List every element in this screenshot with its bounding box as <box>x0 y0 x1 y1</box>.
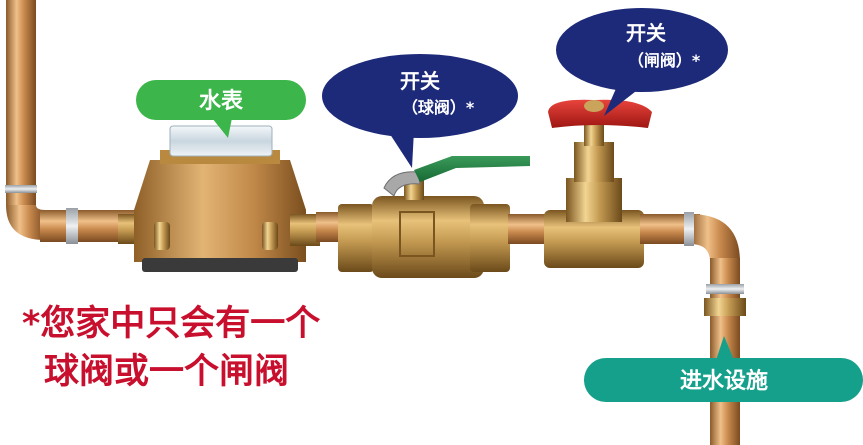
inlet-pipe-left <box>5 0 140 244</box>
pipe-clamp <box>706 284 744 294</box>
pipe-segment <box>508 214 548 244</box>
pipe-clamp <box>66 208 78 244</box>
ball-valve <box>338 156 530 278</box>
label-water-meter: 水表 <box>199 89 244 114</box>
label-ball-valve-sub: （球阀）* <box>402 98 475 117</box>
outlet-pipe-right <box>640 212 746 445</box>
callout-water-meter: 水表 <box>136 80 306 138</box>
footnote: *您家中只会有一个 球阀或一个闸阀 <box>22 300 382 396</box>
label-gate-valve-sub: （闸阀）* <box>628 51 701 70</box>
callout-ball-valve: 开关 （球阀）* <box>322 54 518 168</box>
water-meter <box>118 125 320 272</box>
callout-gate-valve: 开关 （闸阀）* <box>556 8 728 116</box>
footnote-line-1: *您家中只会有一个 <box>22 304 321 344</box>
gate-valve <box>544 99 652 268</box>
footnote-line-2: 球阀或一个闸阀 <box>44 352 290 392</box>
pipe-clamp <box>684 212 694 246</box>
label-gate-valve-title: 开关 <box>626 21 666 45</box>
callout-water-inlet: 进水设施 <box>584 336 863 402</box>
label-ball-valve-title: 开关 <box>400 69 440 93</box>
pipe-clamp <box>5 185 37 193</box>
label-water-inlet: 进水设施 <box>680 368 768 394</box>
